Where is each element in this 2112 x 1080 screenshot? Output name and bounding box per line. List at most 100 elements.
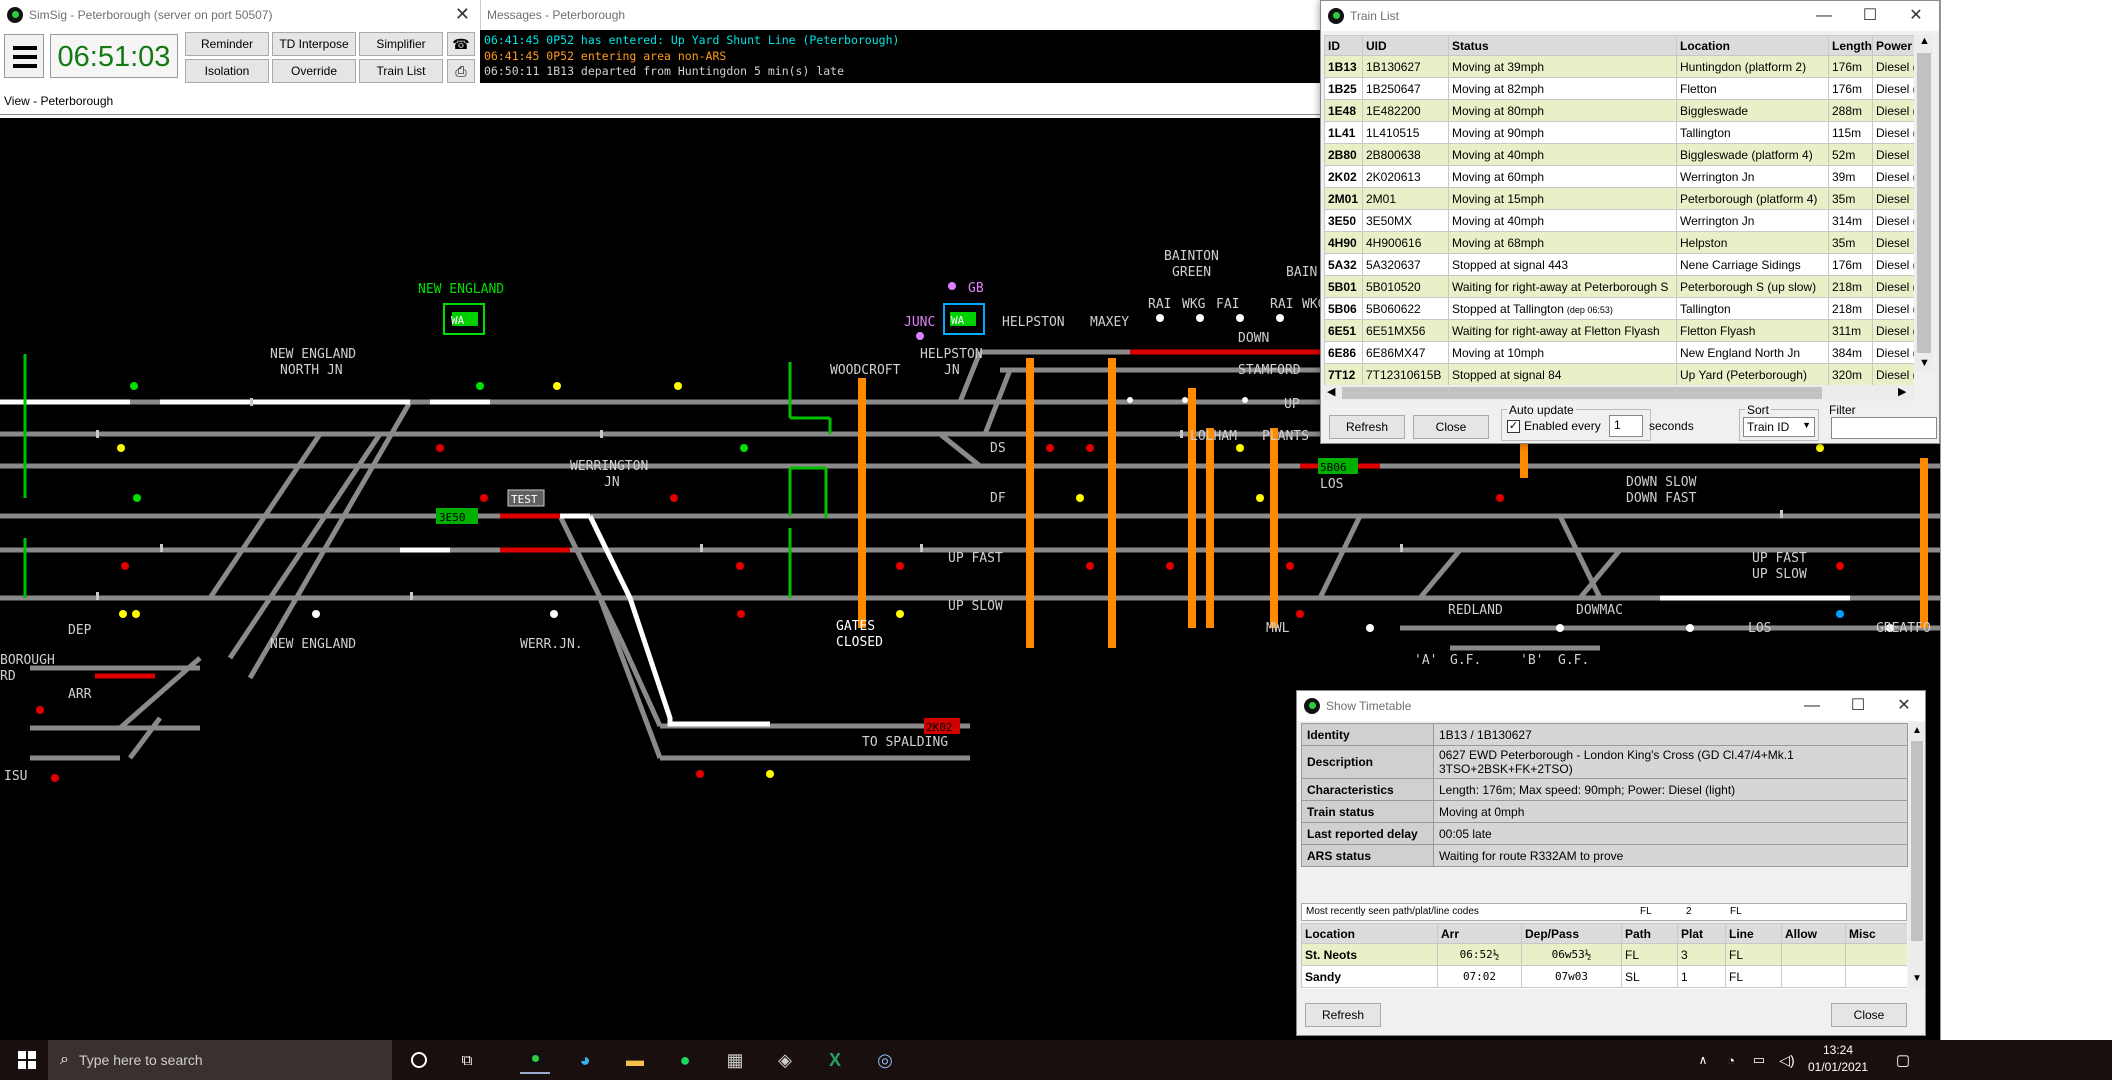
close-icon[interactable]: ✕ xyxy=(454,4,470,24)
train-list-refresh-button[interactable]: Refresh xyxy=(1329,415,1405,439)
minimize-icon[interactable]: — xyxy=(1816,7,1832,24)
timetable-close-button[interactable]: Close xyxy=(1831,1003,1907,1027)
train-list-title-bar[interactable]: Train List — ☐ ✕ xyxy=(1321,1,1939,31)
chevron-up-icon[interactable]: ▲ xyxy=(1919,35,1930,47)
app-icon-5[interactable]: ▦ xyxy=(726,1049,744,1070)
mwl-label: MWL xyxy=(1266,621,1290,636)
train-list-grid[interactable]: ID UID Status Location Length Power 1B13… xyxy=(1324,35,1914,385)
berth-test-box[interactable] xyxy=(507,489,545,507)
tray-chevron-icon[interactable]: ∧ xyxy=(1698,1053,1708,1067)
tt-col-line[interactable]: Line xyxy=(1725,923,1782,944)
berth-5b06-box[interactable] xyxy=(1318,458,1358,474)
col-status[interactable]: Status xyxy=(1448,35,1677,56)
berth-2k02-box[interactable] xyxy=(924,718,960,734)
taskbar-search-box[interactable]: ⌕ Type here to search xyxy=(48,1040,392,1080)
simsig-taskbar-icon[interactable] xyxy=(520,1046,550,1074)
timetable-vscroll[interactable]: ▲ ▼ xyxy=(1909,723,1925,989)
train-id-cell: 3E50 xyxy=(1324,209,1363,232)
printer-button[interactable]: ⎙ xyxy=(447,59,475,83)
maxey-label: MAXEY xyxy=(1090,315,1129,330)
chevron-down-icon[interactable]: ▼ xyxy=(1919,357,1930,369)
col-id[interactable]: ID xyxy=(1324,35,1363,56)
train-list-vscroll[interactable]: ▲ ▼ xyxy=(1915,35,1933,371)
enabled-checkbox[interactable]: ✓ xyxy=(1507,420,1520,433)
maximize-icon[interactable]: ☐ xyxy=(1862,7,1878,24)
sort-select[interactable]: Train ID ▼ xyxy=(1743,417,1815,437)
windows-start-icon[interactable] xyxy=(12,1046,42,1074)
timetable-title-bar[interactable]: Show Timetable — ☐ ✕ xyxy=(1297,691,1925,721)
interval-spinner[interactable]: 1 xyxy=(1609,415,1643,437)
wa-box-1[interactable] xyxy=(443,303,485,335)
wifi-icon[interactable]: ◔ xyxy=(1727,1052,1735,1068)
cortana-icon[interactable] xyxy=(404,1046,434,1074)
chevron-down-icon[interactable]: ▼ xyxy=(1912,973,1922,984)
tt-col-misc[interactable]: Misc xyxy=(1845,923,1907,944)
taskbar-clock[interactable]: 13:24 01/01/2021 xyxy=(1800,1042,1876,1076)
simplifier-button[interactable]: Simplifier xyxy=(359,32,443,56)
chevron-up-icon[interactable]: ▲ xyxy=(1912,725,1922,736)
maximize-icon[interactable]: ☐ xyxy=(1850,697,1866,714)
train-list-hscroll[interactable]: ◀ ▶ xyxy=(1324,385,1914,401)
tt-col-path[interactable]: Path xyxy=(1621,923,1678,944)
plants-label: PLANTS xyxy=(1262,429,1309,444)
reminder-button[interactable]: Reminder xyxy=(185,32,269,56)
chevron-right-icon[interactable]: ▶ xyxy=(1898,386,1907,398)
new-england-north-jn-label-2: NORTH JN xyxy=(280,363,343,378)
wa-box-2[interactable] xyxy=(943,303,985,335)
task-view-icon[interactable]: ⧉ xyxy=(461,1051,473,1069)
spotify-icon[interactable]: ● xyxy=(679,1049,691,1070)
chevron-left-icon[interactable]: ◀ xyxy=(1327,386,1336,398)
tt-col-location[interactable]: Location xyxy=(1301,923,1438,944)
tt-col-arr[interactable]: Arr xyxy=(1437,923,1522,944)
tt-col-allow[interactable]: Allow xyxy=(1781,923,1846,944)
tt-col-plat[interactable]: Plat xyxy=(1677,923,1726,944)
train-uid-cell: 1L410515 xyxy=(1362,121,1449,144)
close-icon[interactable]: ✕ xyxy=(1909,7,1923,24)
col-power[interactable]: Power xyxy=(1872,35,1914,56)
col-length[interactable]: Length xyxy=(1828,35,1873,56)
close-icon[interactable]: ✕ xyxy=(1897,697,1911,714)
volume-icon[interactable]: ◁) xyxy=(1779,1051,1795,1068)
simsig-title-bar[interactable]: SimSig - Peterborough (server on port 50… xyxy=(0,0,480,30)
train-list-close-button[interactable]: Close xyxy=(1413,415,1489,439)
col-location[interactable]: Location xyxy=(1676,35,1829,56)
file-explorer-icon[interactable]: ▬ xyxy=(626,1049,644,1070)
notifications-icon[interactable]: ▢ xyxy=(1895,1052,1911,1069)
app-icon-6[interactable]: ◈ xyxy=(778,1049,792,1070)
train-list-button[interactable]: Train List xyxy=(359,59,443,83)
app-icon-8[interactable]: ◎ xyxy=(877,1049,893,1070)
col-uid[interactable]: UID xyxy=(1362,35,1449,56)
timetable-refresh-button[interactable]: Refresh xyxy=(1305,1003,1381,1027)
minimize-icon[interactable]: — xyxy=(1804,697,1820,714)
phone-button[interactable]: ☎ xyxy=(447,32,475,56)
filter-input[interactable] xyxy=(1831,417,1937,439)
excel-icon[interactable]: X xyxy=(828,1049,841,1070)
network-icon[interactable]: ▭ xyxy=(1752,1052,1766,1067)
messages-title-bar[interactable]: Messages - Peterborough xyxy=(480,0,1320,30)
td-interpose-button[interactable]: TD Interpose xyxy=(272,32,356,56)
isolation-button[interactable]: Isolation xyxy=(185,59,269,83)
berth-3e50-box[interactable] xyxy=(436,508,478,524)
menu-button[interactable] xyxy=(4,34,44,78)
edge-icon[interactable]: ◕ xyxy=(579,1049,591,1070)
override-button[interactable]: Override xyxy=(272,59,356,83)
tt-col-dep[interactable]: Dep/Pass xyxy=(1521,923,1622,944)
timetable-grid[interactable]: Location Arr Dep/Pass Path Plat Line All… xyxy=(1301,923,1907,989)
